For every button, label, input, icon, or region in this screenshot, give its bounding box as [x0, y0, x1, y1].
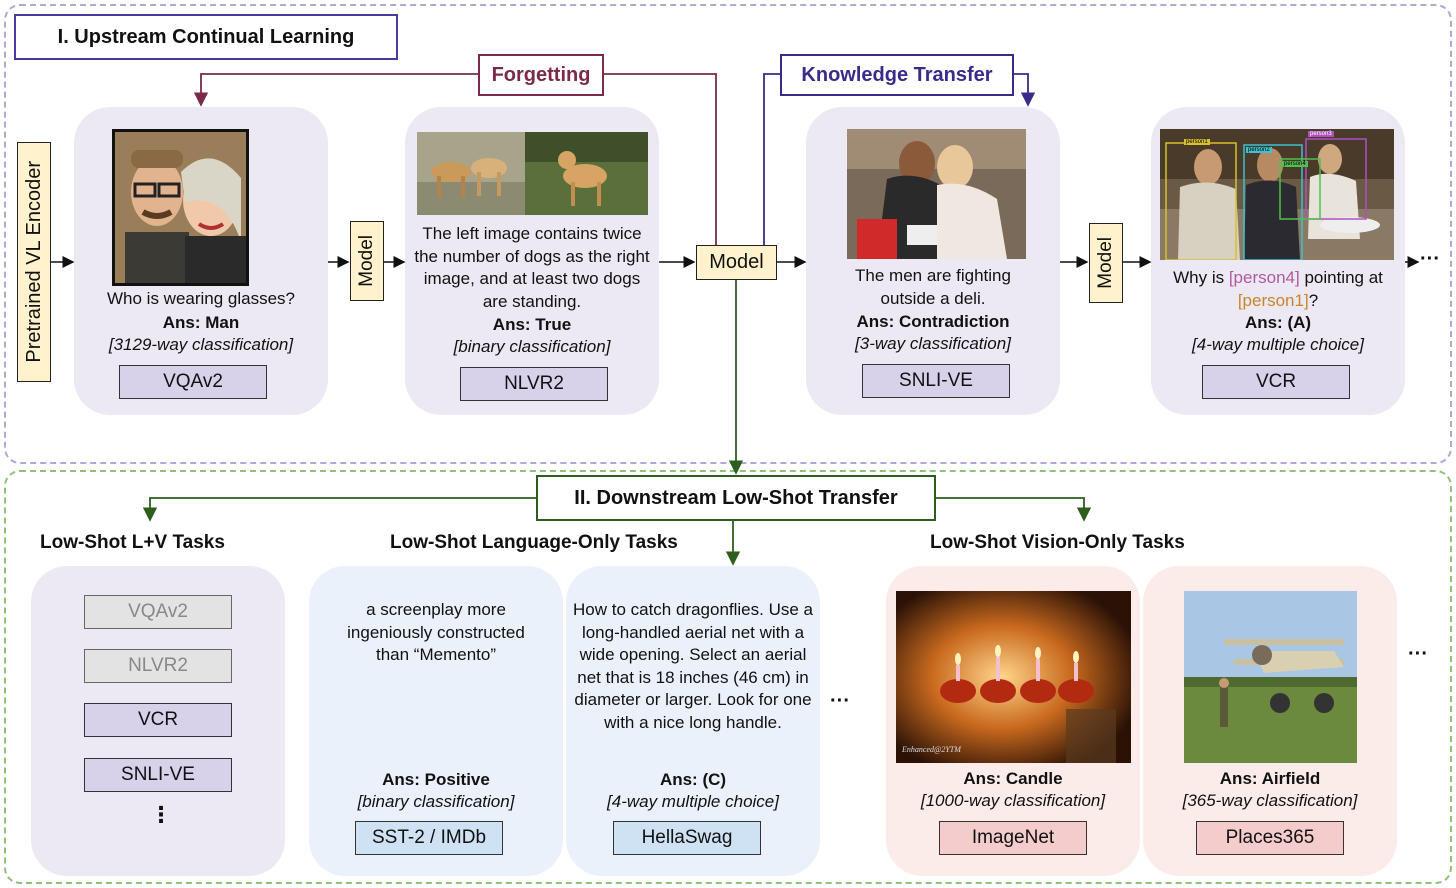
nlvr2-answer: Ans: True	[492, 315, 572, 334]
upstream-section	[4, 4, 1452, 464]
lv-tag-vcr: VCR	[84, 703, 232, 737]
downstream-title: II. Downstream Low-Shot Transfer	[536, 475, 936, 521]
downstream-section	[4, 470, 1452, 884]
lv-heading: Low-Shot L+V Tasks	[40, 532, 225, 553]
sst-text: a screenplay more ingeniously constructe…	[347, 600, 525, 664]
model-box-1-label: Model	[356, 235, 377, 287]
vcr-q-person4: [person4]	[1228, 268, 1300, 287]
vision-heading: Low-Shot Vision-Only Tasks	[930, 532, 1185, 553]
lv-tag-snlive: SNLI-VE	[84, 758, 232, 792]
snlive-image	[847, 129, 1026, 259]
vcr-q-mid: pointing at	[1299, 268, 1383, 287]
upstream-title: I. Upstream Continual Learning	[14, 14, 398, 60]
sst-answer: Ans: Positive	[382, 770, 490, 789]
sst-classification: [binary classification]	[357, 792, 515, 811]
vcr-classification: [4-way multiple choice]	[1192, 335, 1364, 354]
vcr-box-label-3: person3	[1308, 131, 1334, 137]
places-tag: Places365	[1196, 821, 1344, 855]
model-box-2: Model	[1089, 223, 1123, 303]
nlvr2-statement: The left image contains twice the number…	[414, 224, 650, 311]
vqav2-answer: Ans: Man	[162, 313, 240, 332]
snlive-answer: Ans: Contradiction	[856, 312, 1010, 331]
hellaswag-classification: [4-way multiple choice]	[607, 792, 779, 811]
hellaswag-text: How to catch dragonflies. Use a long-han…	[572, 600, 813, 732]
imagenet-answer: Ans: Candle	[963, 769, 1063, 788]
vcr-q-post: ?	[1308, 291, 1319, 310]
model-box-2-label: Model	[1095, 237, 1116, 289]
vcr-q-pre: Why is	[1173, 268, 1229, 287]
vcr-answer: Ans: (A)	[1244, 313, 1312, 332]
vcr-question: Why is [person4] pointing at [person1]?	[1156, 266, 1400, 312]
sst-tag: SST-2 / IMDb	[355, 821, 503, 855]
right-ellipsis: ···	[1408, 643, 1428, 665]
central-model-box: Model	[696, 245, 777, 280]
lv-tag-nlvr2: NLVR2	[84, 649, 232, 683]
vcr-box-label-2: person2	[1246, 147, 1272, 153]
nlvr2-tag: NLVR2	[460, 367, 608, 401]
vqav2-image	[112, 129, 249, 286]
snlive-tag: SNLI-VE	[862, 364, 1010, 398]
hellaswag-tag: HellaSwag	[613, 821, 761, 855]
places-image	[1184, 591, 1357, 763]
vqav2-question: Who is wearing glasses?	[106, 289, 296, 308]
imagenet-watermark: Enhanced@2YTM	[902, 745, 961, 754]
imagenet-image: Enhanced@2YTM	[896, 591, 1131, 763]
snlive-hypothesis: The men are fighting outside a deli.	[855, 266, 1011, 308]
imagenet-tag: ImageNet	[939, 821, 1087, 855]
imagenet-classification: [1000-way classification]	[920, 791, 1106, 810]
forgetting-label: Forgetting	[478, 54, 604, 96]
pretrained-encoder-label: Pretrained VL Encoder	[22, 161, 45, 363]
vcr-q-person1: [person1]	[1237, 291, 1309, 310]
vqav2-classification: [3129-way classification]	[108, 335, 294, 354]
upstream-ellipsis: ···	[1420, 248, 1440, 270]
nlvr2-image	[417, 132, 648, 215]
lv-more: ⋮	[150, 802, 172, 827]
nlvr2-classification: [binary classification]	[453, 337, 611, 356]
vcr-box-label-1: person1	[1184, 139, 1210, 145]
mid-ellipsis: ···	[830, 690, 850, 712]
vqav2-tag: VQAv2	[119, 365, 267, 399]
vcr-box-label-4: person4	[1282, 161, 1308, 167]
vcr-image: person1 person2 person3 person4	[1160, 129, 1394, 260]
pretrained-encoder-box: Pretrained VL Encoder	[17, 142, 51, 382]
knowledge-transfer-label: Knowledge Transfer	[780, 54, 1014, 96]
places-classification: [365-way classification]	[1182, 791, 1358, 810]
places-answer: Ans: Airfield	[1219, 769, 1321, 788]
hellaswag-answer: Ans: (C)	[659, 770, 727, 789]
language-heading: Low-Shot Language-Only Tasks	[390, 532, 678, 553]
lv-tag-vqav2: VQAv2	[84, 595, 232, 629]
model-box-1: Model	[350, 221, 384, 301]
vcr-tag: VCR	[1202, 365, 1350, 399]
snlive-classification: [3-way classification]	[855, 334, 1011, 353]
